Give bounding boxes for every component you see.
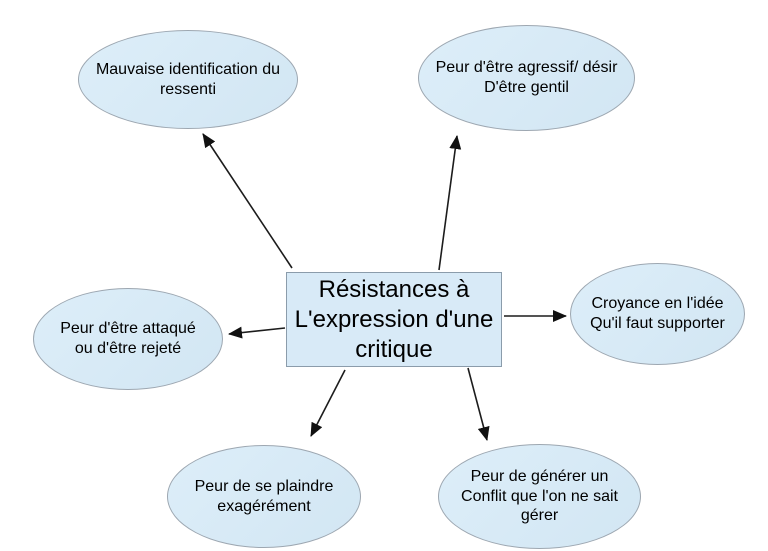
arrow-to-top-left bbox=[202, 133, 293, 269]
node-label: Peur de se plaindre exagérément bbox=[194, 477, 334, 515]
arrow-to-bottom-left bbox=[310, 369, 346, 437]
center-topic-box: Résistances à L'expression d'une critiqu… bbox=[286, 272, 502, 367]
node-label: Peur de générer un Conflit que l'on ne s… bbox=[461, 468, 618, 525]
node-label: Croyance en l'idée Qu'il faut supporter bbox=[590, 295, 725, 332]
node-peur-agressif-desir-gentil: Peur d'être agressif/ désir D'être genti… bbox=[418, 25, 635, 131]
node-croyance-faut-supporter: Croyance en l'idée Qu'il faut supporter bbox=[570, 263, 745, 365]
node-label: Peur d'être attaqué ou d'être rejeté bbox=[60, 320, 196, 357]
arrow-to-top-right bbox=[438, 135, 462, 271]
arrow-to-bottom-right bbox=[467, 367, 490, 441]
node-peur-attaque-rejete: Peur d'être attaqué ou d'être rejeté bbox=[33, 288, 223, 390]
node-peur-se-plaindre: Peur de se plaindre exagérément bbox=[167, 445, 361, 548]
node-label: Mauvaise identification du ressenti bbox=[95, 60, 281, 98]
node-mauvaise-identification-ressenti: Mauvaise identification du ressenti bbox=[78, 30, 298, 129]
node-label: Peur d'être agressif/ désir D'être genti… bbox=[435, 59, 618, 96]
center-topic-label: Résistances à L'expression d'une critiqu… bbox=[294, 275, 494, 363]
node-peur-generer-conflit: Peur de générer un Conflit que l'on ne s… bbox=[438, 444, 641, 549]
arrow-to-left bbox=[228, 326, 286, 339]
